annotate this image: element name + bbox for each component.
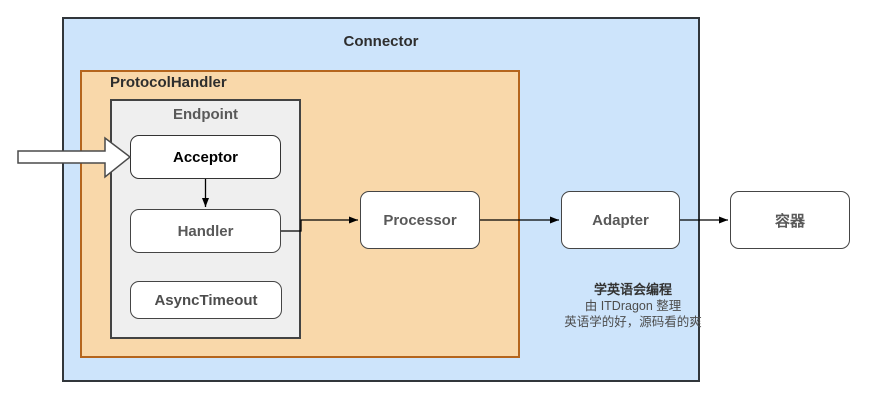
node-acceptor: Acceptor — [130, 135, 281, 179]
node-adapter-label: Adapter — [592, 211, 649, 229]
node-acceptor-label: Acceptor — [172, 148, 239, 166]
protocol-handler-group-label: ProtocolHandler — [110, 74, 227, 91]
node-async-timeout: AsyncTimeout — [130, 281, 282, 319]
node-async-timeout-label: AsyncTimeout — [154, 291, 258, 309]
node-processor-label: Processor — [383, 211, 457, 229]
node-handler-label: Handler — [177, 222, 234, 240]
node-processor: Processor — [360, 191, 480, 249]
credit-line-2: 由 ITDragon 整理 — [584, 299, 682, 313]
node-container: 容器 — [730, 191, 850, 249]
credit-text: 学英语会编程 由 ITDragon 整理 英语学的好，源码看的爽 — [522, 282, 744, 330]
node-container-label: 容器 — [774, 212, 805, 230]
credit-line-1: 学英语会编程 — [593, 282, 672, 297]
endpoint-group-label: Endpoint — [173, 106, 238, 123]
connector-group-label: Connector — [343, 33, 419, 50]
node-adapter: Adapter — [561, 191, 680, 249]
credit-line-3: 英语学的好，源码看的爽 — [564, 315, 702, 329]
node-handler: Handler — [130, 209, 281, 253]
